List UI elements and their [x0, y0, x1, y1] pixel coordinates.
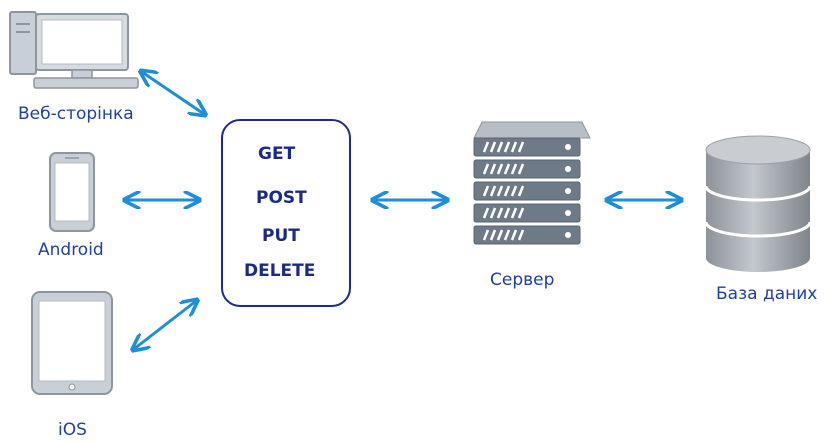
method-post: POST [256, 188, 307, 208]
method-put: PUT [262, 226, 300, 246]
android-phone-icon [49, 152, 95, 232]
server-label: Сервер [490, 270, 555, 290]
web-page-label: Веб-сторінка [18, 104, 134, 124]
arrow-ios-to-api [134, 301, 196, 349]
ios-label: iOS [58, 420, 87, 440]
android-label: Android [38, 240, 104, 260]
server-rack-icon [473, 121, 591, 245]
database-label: База даних [716, 284, 818, 304]
method-get: GET [258, 144, 296, 164]
arrow-web-to-api [142, 72, 204, 114]
http-methods-box [221, 119, 351, 307]
desktop-computer-icon [9, 11, 139, 89]
database-icon [704, 135, 812, 272]
ios-tablet-icon [31, 291, 113, 395]
method-delete: DELETE [244, 261, 316, 281]
